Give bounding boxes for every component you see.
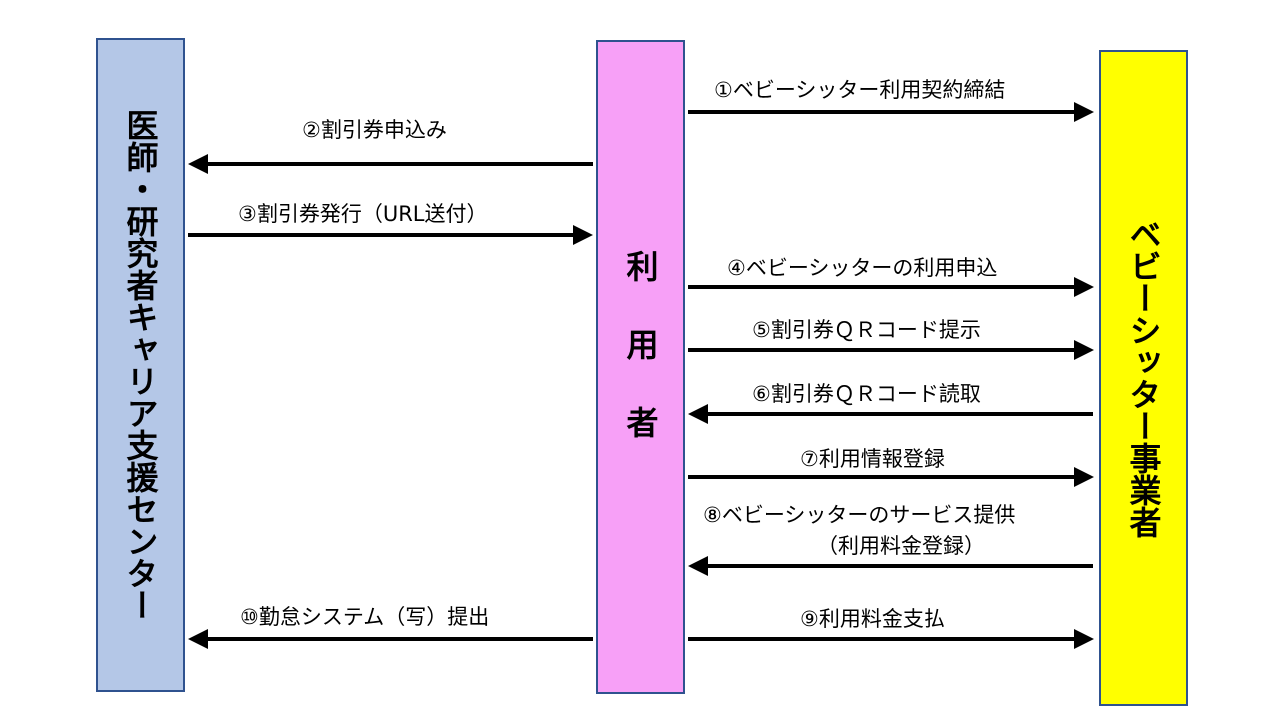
support-center-label: 医師・研究者キャリア支援センター: [121, 109, 160, 621]
step-10-label: ⑩勤怠システム（写）提出: [240, 605, 490, 629]
step-1-label: ①ベビーシッター利用契約締結: [714, 78, 1006, 102]
step-6-label: ⑥割引券ＱＲコード読取: [752, 382, 981, 406]
step-2-label: ②割引券申込み: [302, 118, 447, 142]
user-label: 利用者: [621, 250, 660, 484]
step-8-sub-label: （利用料金登録）: [817, 534, 985, 558]
step-8-label: ⑧ベビーシッターのサービス提供: [703, 503, 1016, 527]
step-5-label: ⑤割引券ＱＲコード提示: [752, 318, 981, 342]
babysitter-company-column: ベビーシッター事業者: [1099, 50, 1188, 706]
user-column: 利用者: [596, 40, 685, 694]
babysitter-company-label: ベビーシッター事業者: [1124, 218, 1163, 538]
step-3-label: ③割引券発行（URL送付）: [238, 202, 488, 226]
support-center-column: 医師・研究者キャリア支援センター: [96, 38, 185, 692]
step-7-label: ⑦利用情報登録: [800, 447, 945, 471]
step-9-label: ⑨利用料金支払: [800, 607, 945, 631]
step-4-label: ④ベビーシッターの利用申込: [727, 256, 998, 280]
